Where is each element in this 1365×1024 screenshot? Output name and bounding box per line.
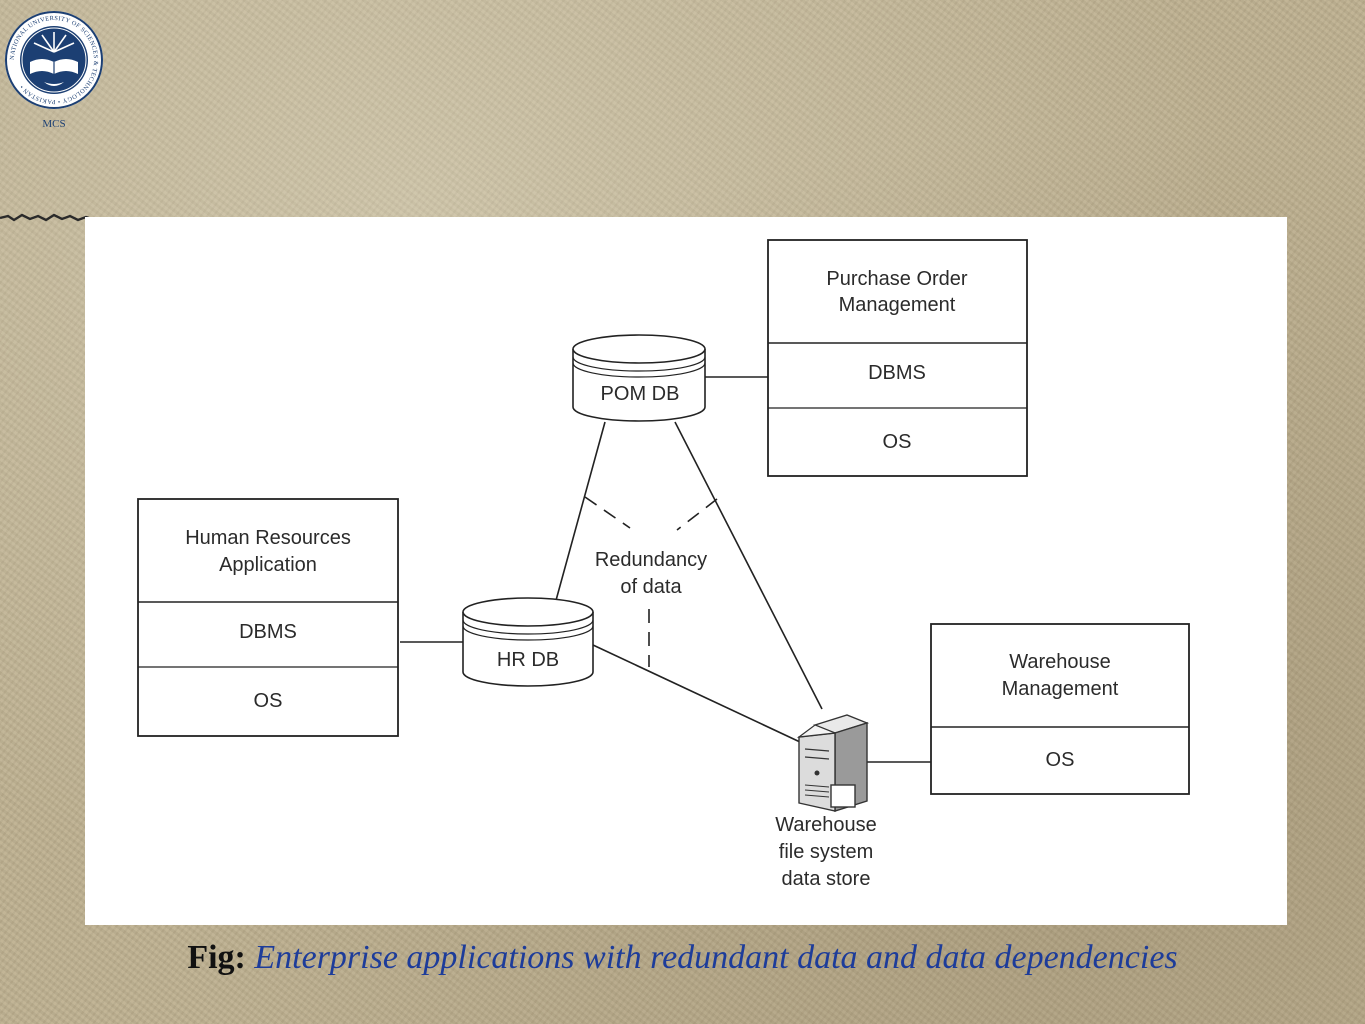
architecture-diagram: Purchase Order Management DBMS OS POM DB… (85, 217, 1287, 925)
pom-title-line2: Management (839, 294, 956, 316)
diagram-canvas: Purchase Order Management DBMS OS POM DB… (137, 239, 1190, 890)
figure-caption: Fig: Enterprise applications with redund… (0, 936, 1365, 980)
wm-os-layer: OS (1046, 749, 1075, 771)
purchase-order-management-block: Purchase Order Management DBMS OS (767, 239, 1028, 477)
pom-os-layer: OS (883, 431, 912, 453)
human-resources-application-block: Human Resources Application DBMS OS (137, 498, 399, 737)
caption-text: Enterprise applications with redundant d… (254, 939, 1178, 976)
university-logo: NATIONAL UNIVERSITY OF SCIENCES & TECHNO… (4, 10, 104, 132)
pom-db-to-hr-db-link (554, 421, 606, 605)
hr-dbms-layer: DBMS (239, 621, 297, 643)
warehouse-store-line3: data store (782, 868, 871, 890)
wm-title-line2: Management (1002, 678, 1119, 700)
redundancy-dash-left (584, 496, 631, 529)
pom-dbms-layer: DBMS (868, 362, 926, 384)
hr-db-to-warehouse-link (592, 644, 801, 743)
hr-title-line1: Human Resources (185, 527, 351, 549)
redundancy-label-line2: of data (620, 576, 682, 598)
hr-os-layer: OS (254, 690, 283, 712)
warehouse-store-line1: Warehouse (775, 814, 877, 836)
logo-label: MCS (42, 118, 66, 130)
warehouse-management-block: Warehouse Management OS (930, 623, 1190, 795)
pom-title-line1: Purchase Order (826, 268, 968, 290)
wm-title-line1: Warehouse (1009, 651, 1111, 673)
redundancy-label-line1: Redundancy (595, 549, 707, 571)
pom-db-label: POM DB (601, 383, 680, 405)
hr-db-cylinder: HR DB (462, 597, 594, 687)
pom-db-to-warehouse-link (674, 421, 823, 710)
warehouse-store-line2: file system (779, 841, 873, 863)
redundancy-dash-right (676, 498, 718, 531)
caption-label: Fig: (187, 939, 246, 976)
pom-db-cylinder: POM DB (572, 334, 706, 422)
server-icon (796, 714, 870, 812)
hr-db-label: HR DB (497, 649, 559, 671)
hr-title-line2: Application (219, 554, 317, 576)
seal-icon: NATIONAL UNIVERSITY OF SCIENCES & TECHNO… (5, 11, 103, 109)
